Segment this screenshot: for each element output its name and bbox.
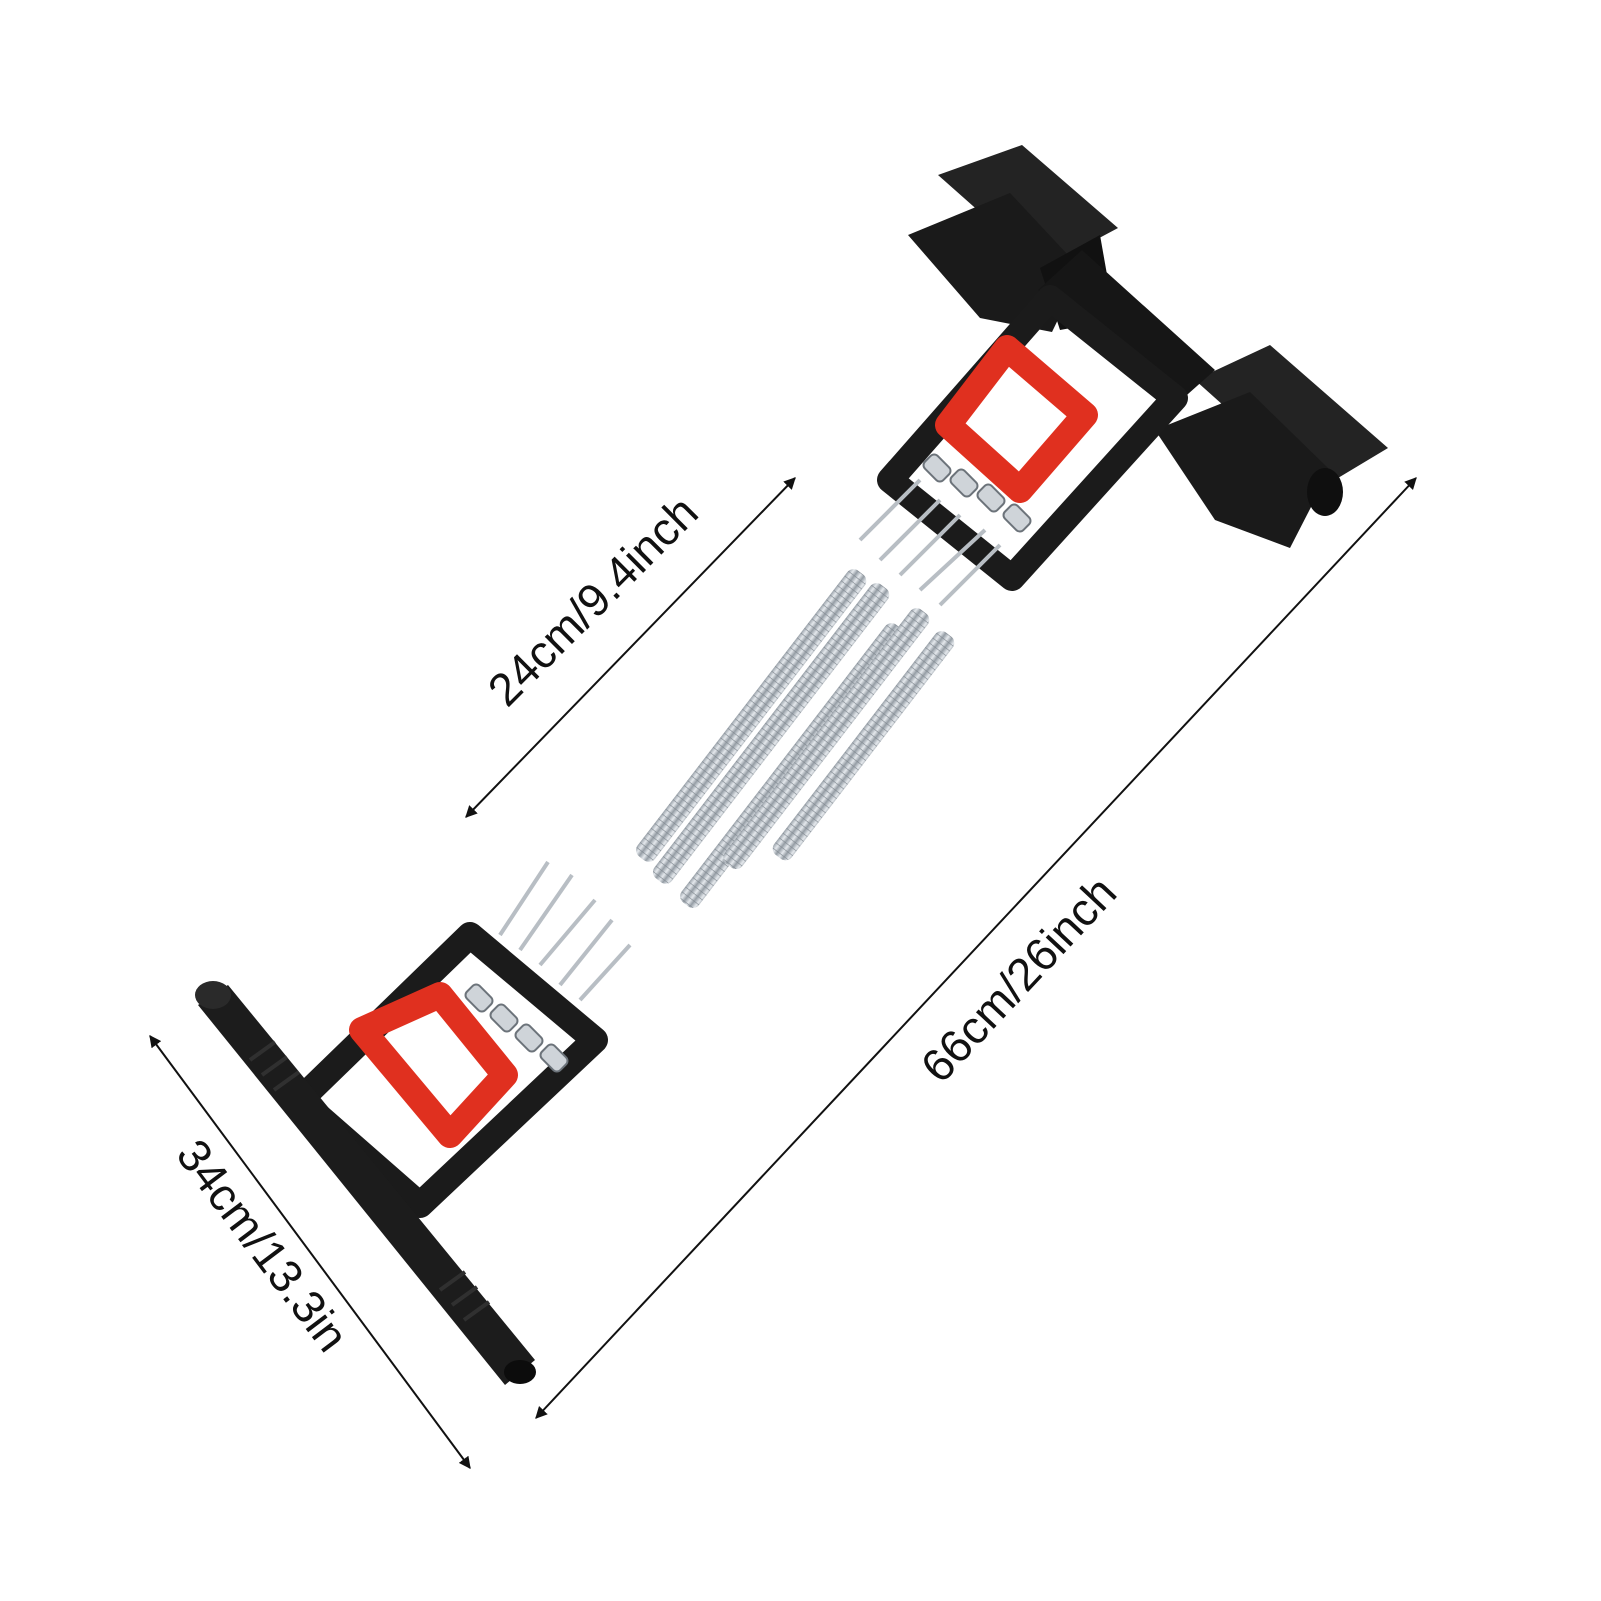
total-length-label: 66cm/26inch (910, 866, 1126, 1092)
lower-red-grip-icon (349, 982, 518, 1148)
upper-crossbar-icon (1038, 250, 1215, 410)
total-length-arrow (535, 477, 1417, 1419)
upper-red-grip-icon (935, 335, 1098, 503)
handle-width-arrow (149, 1035, 471, 1469)
spring-bundle-icon (498, 478, 1002, 1002)
spring-length-label: 24cm/9.4inch (478, 486, 708, 716)
chest-expander-icon (195, 145, 1388, 1385)
